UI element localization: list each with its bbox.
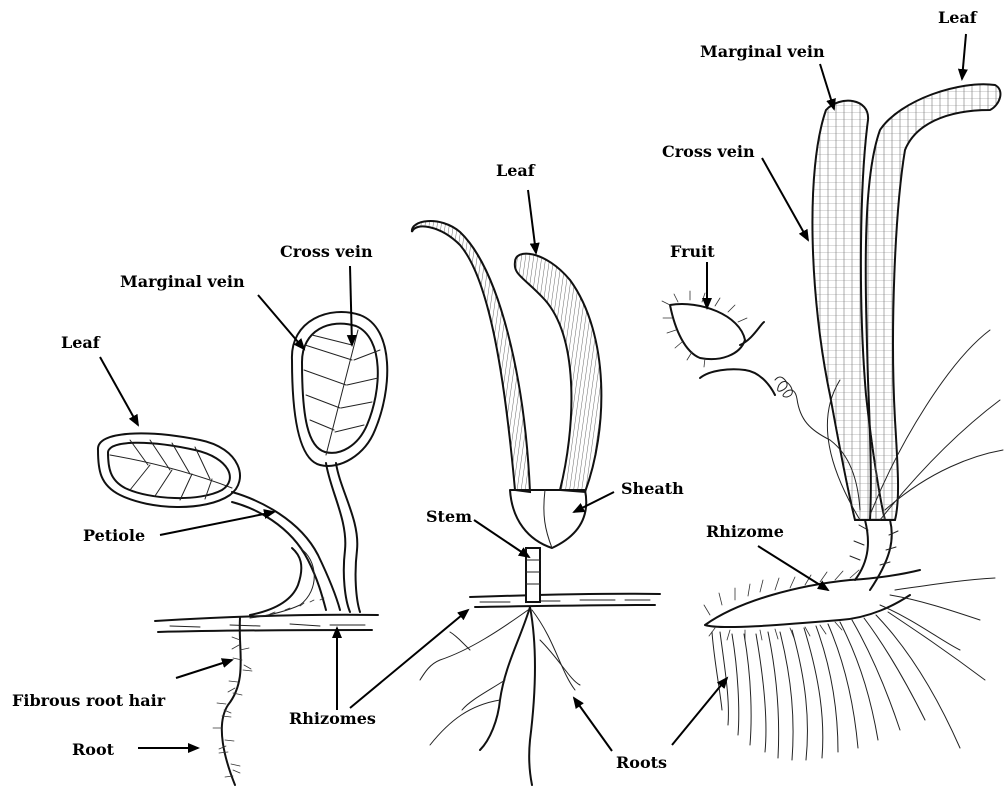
roots-2	[420, 607, 580, 785]
arrow-roots-3	[672, 678, 727, 745]
sediment-line-2	[470, 594, 660, 597]
arrow-p3-marginal-vein	[820, 64, 834, 109]
label-rhizomes: Rhizomes	[289, 709, 376, 728]
label-p3-leaf: Leaf	[938, 8, 978, 27]
arrow-p1-marginal-vein	[258, 295, 304, 349]
label-p1-leaf: Leaf	[61, 333, 101, 352]
label-stem: Stem	[426, 507, 472, 526]
arrow-p2-leaf	[528, 190, 536, 253]
label-p3-cross-vein: Cross vein	[662, 142, 755, 161]
label-roots: Roots	[616, 753, 667, 772]
arrow-roots	[574, 698, 612, 751]
leaf-oval-left	[98, 433, 240, 507]
label-p1-marginal-vein: Marginal vein	[120, 272, 245, 291]
label-petiole: Petiole	[83, 526, 145, 545]
root-hairy	[213, 618, 252, 785]
label-sheath: Sheath	[621, 479, 684, 498]
plant-3-hairy	[662, 84, 1003, 760]
arrow-p3-cross-vein	[762, 158, 808, 240]
arrow-p1-cross-vein	[350, 266, 352, 345]
long-leaf-b	[866, 84, 1001, 520]
leaf-oval-right	[292, 312, 387, 466]
label-p2-leaf: Leaf	[496, 161, 536, 180]
label-fruit: Fruit	[670, 242, 715, 261]
arrow-p3-leaf	[962, 34, 966, 79]
arrow-rhizomes-right	[350, 610, 468, 708]
plant-2-strap-leaf	[412, 221, 660, 785]
label-rhizome: Rhizome	[706, 522, 784, 541]
label-root: Root	[72, 740, 115, 759]
arrow-sheath	[574, 492, 614, 512]
label-p1-cross-vein: Cross vein	[280, 242, 373, 261]
arrow-petiole	[160, 512, 274, 535]
arrow-fibrous-root-hair	[176, 660, 232, 678]
roots-3	[712, 612, 985, 760]
strap-leaf-left	[412, 221, 530, 492]
arrow-rhizome	[758, 546, 828, 590]
label-p3-marginal-vein: Marginal vein	[700, 42, 825, 61]
label-fibrous-root-hair: Fibrous root hair	[12, 691, 166, 710]
sheath	[510, 490, 586, 548]
arrow-p1-leaf	[100, 357, 138, 425]
